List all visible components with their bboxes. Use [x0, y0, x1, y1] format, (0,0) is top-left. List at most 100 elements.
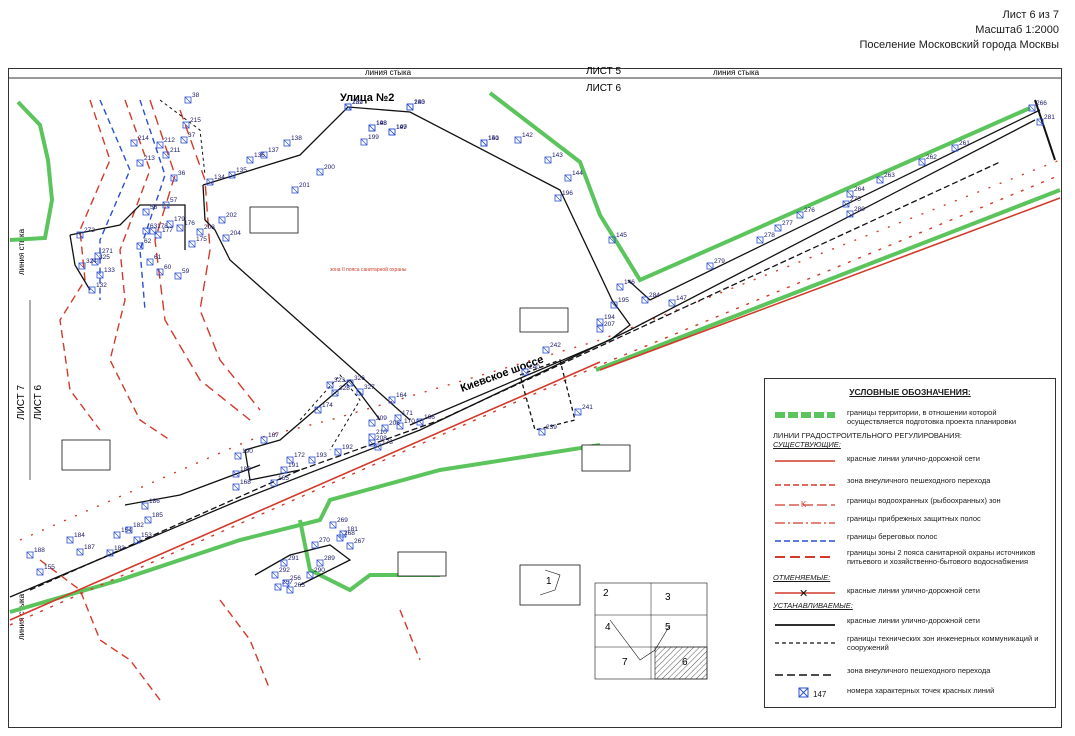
point-marker — [141, 502, 149, 510]
legend-row-cancelled: ✕ красные линии улично-дорожной сети — [769, 583, 1051, 605]
point-marker — [232, 483, 240, 491]
point-marker-cross — [1036, 118, 1044, 126]
point-marker — [162, 201, 170, 209]
index-cell-6: 6 — [682, 657, 688, 668]
legend-cancelled-red: красные линии улично-дорожной сети — [847, 586, 980, 595]
point-marker — [106, 549, 114, 557]
point-label: 203 — [204, 224, 215, 231]
point-marker-cross — [610, 301, 618, 309]
point-marker — [174, 272, 182, 280]
point-marker — [125, 526, 133, 534]
point-marker-cross — [756, 236, 764, 244]
point-marker-cross — [668, 299, 676, 307]
header-block: Лист 6 из 7 Масштаб 1:2000 Поселение Мос… — [860, 8, 1059, 53]
index-cell-2: 2 — [603, 588, 609, 599]
point-marker-cross — [271, 571, 279, 579]
territory-boundary — [9, 91, 1061, 614]
point-marker — [596, 318, 604, 326]
point-label: 61 — [154, 254, 162, 261]
point-label: 262 — [926, 154, 937, 161]
swatch-sanitary — [775, 556, 835, 558]
point-marker — [544, 156, 552, 164]
point-marker-cross — [574, 408, 582, 416]
point-label: 264 — [854, 186, 865, 193]
point-marker-cross — [133, 536, 141, 544]
legend-row-shore: границы береговых полос — [769, 529, 1051, 551]
point-marker-cross — [26, 551, 34, 559]
sheet-label-left-b: ЛИСТ 6 — [33, 384, 44, 420]
point-marker — [306, 571, 314, 579]
sheet-label-top-b: ЛИСТ 6 — [586, 83, 622, 94]
point-marker-cross — [280, 559, 288, 567]
point-label: 325 — [99, 254, 110, 261]
point-marker-cross — [136, 242, 144, 250]
joint-line-label-left-upper: линия стыка — [17, 228, 26, 275]
point-marker-cross — [206, 178, 214, 186]
point-marker — [521, 368, 529, 376]
point-label: 182 — [133, 522, 144, 529]
point-marker — [706, 262, 714, 270]
point-label: 239 — [546, 424, 557, 431]
point-label: 257 — [282, 579, 293, 586]
point-marker-cross — [130, 139, 138, 147]
point-marker-cross — [326, 381, 334, 389]
point-label: 277 — [782, 220, 793, 227]
point-marker — [286, 456, 294, 464]
point-marker-cross — [306, 571, 314, 579]
point-marker-cross — [291, 186, 299, 194]
point-marker — [144, 516, 152, 524]
point-label: 186 — [149, 498, 160, 505]
point-marker — [162, 151, 170, 159]
point-marker-cross — [356, 388, 364, 396]
point-marker-cross — [1028, 104, 1036, 112]
point-label: 211 — [170, 147, 181, 154]
point-marker-cross — [388, 128, 396, 136]
point-label: 215 — [190, 117, 201, 124]
joint-line-label-left: линия стыка — [365, 68, 412, 77]
point-label: 261 — [959, 140, 970, 147]
legend-new-off-street: зона внеуличного пешеходного перехода — [847, 666, 991, 675]
joint-line-label-left-lower: линия стыка — [17, 593, 26, 640]
point-marker-cross — [842, 200, 850, 208]
point-label: 241 — [582, 404, 593, 411]
point-label: 282 — [352, 99, 363, 106]
point-marker — [76, 231, 84, 239]
swatch-green — [775, 412, 835, 418]
point-marker — [26, 551, 34, 559]
point-label: 139 — [352, 99, 363, 106]
point-marker — [88, 286, 96, 294]
point-label: 184 — [74, 532, 85, 539]
point-marker — [156, 141, 164, 149]
point-marker — [360, 138, 368, 146]
point-label: 143 — [552, 152, 563, 159]
point-label: 283 — [414, 99, 425, 106]
point-label: 57 — [170, 197, 178, 204]
point-label: 195 — [618, 297, 629, 304]
point-label: 191 — [288, 462, 299, 469]
point-marker — [951, 144, 959, 152]
point-marker-cross — [334, 448, 342, 456]
point-label: 137 — [268, 147, 279, 154]
point-marker-cross — [106, 549, 114, 557]
point-marker-cross — [308, 456, 316, 464]
point-label: 194 — [604, 314, 615, 321]
point-label: 201 — [299, 182, 310, 189]
legend-row-offstreet: зона внеуличного пешеходного перехода — [769, 473, 1051, 495]
point-marker-cross — [170, 174, 178, 182]
point-marker — [113, 531, 121, 539]
point-label: 147 — [676, 295, 687, 302]
point-marker — [918, 158, 926, 166]
point-marker — [394, 414, 402, 422]
point-marker — [234, 452, 242, 460]
point-marker — [130, 139, 138, 147]
point-marker — [222, 234, 230, 242]
legend-tech-zones: границы технических зон инженерных комму… — [847, 634, 1039, 652]
legend-point-example: 147 — [813, 690, 827, 699]
point-label: 324 — [86, 258, 97, 265]
point-marker-cross — [344, 103, 352, 111]
point-marker-cross — [144, 516, 152, 524]
point-label: 181 — [347, 526, 358, 533]
svg-text:✕: ✕ — [799, 588, 808, 600]
